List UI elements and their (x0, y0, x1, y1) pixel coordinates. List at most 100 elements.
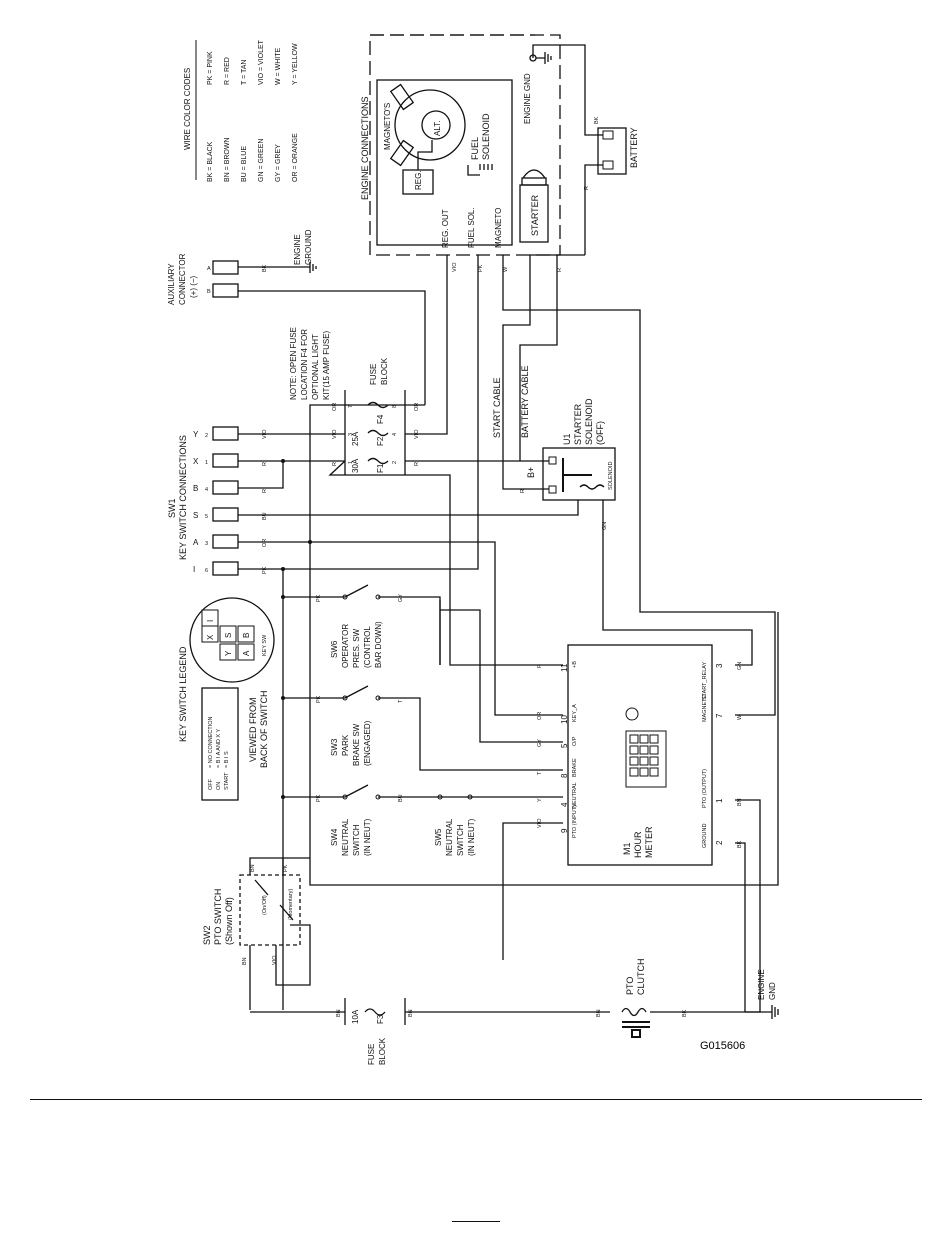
magneto-label: MAGNETO (494, 208, 503, 248)
svg-text:PTO (OUTPUT): PTO (OUTPUT) (702, 769, 708, 808)
svg-text:SWITCH: SWITCH (456, 824, 465, 856)
svg-text:B: B (193, 484, 198, 493)
svg-text:START: START (224, 772, 230, 790)
page-footer-line (452, 1221, 500, 1222)
svg-text:X: X (193, 457, 199, 466)
svg-text:9: 9 (560, 828, 569, 833)
svg-text:S: S (224, 633, 233, 638)
svg-text:STARTER: STARTER (573, 403, 583, 445)
svg-text:GROUND: GROUND (702, 824, 708, 848)
svg-text:PTO SWITCH: PTO SWITCH (213, 889, 223, 945)
aux-pin-a (212, 260, 239, 275)
svg-text:SW3: SW3 (330, 738, 339, 756)
wire-code-w: W = WHITE (275, 48, 282, 85)
svg-text:BN: BN (408, 1009, 414, 1017)
svg-text:A: A (207, 266, 211, 272)
svg-text:(IN NEUT): (IN NEUT) (467, 818, 476, 856)
svg-text:CLUTCH: CLUTCH (636, 958, 646, 995)
svg-text:(Momentary): (Momentary) (288, 889, 294, 920)
battery-pos-wire (584, 164, 603, 255)
svg-text:U1: U1 (562, 433, 572, 445)
svg-text:B: B (242, 633, 251, 638)
fuel-sol-label: FUEL SOL. (467, 207, 476, 248)
svg-text:OPERATOR: OPERATOR (341, 624, 350, 668)
svg-text:KEY SW: KEY SW (262, 634, 268, 656)
battery-label: BATTERY (629, 127, 639, 168)
svg-text:NEUTRAL: NEUTRAL (572, 782, 578, 808)
svg-text:BACK OF SWITCH: BACK OF SWITCH (259, 690, 269, 768)
main-wiring: VIO VIO VIO VIO OR OR R R R R R R BU OR … (238, 254, 776, 1010)
alt-label: ALT. (433, 121, 442, 136)
svg-text:30A: 30A (351, 458, 360, 473)
wire-s-blue (238, 500, 579, 516)
wire-code-t: T = TAN (241, 60, 248, 85)
wire-f4-or (309, 404, 345, 540)
sw1-pin-a (212, 534, 239, 549)
svg-text:NEUTRAL: NEUTRAL (445, 818, 454, 856)
battery-cable-label: BATTERY CABLE (520, 365, 530, 438)
svg-text:10A: 10A (351, 1009, 360, 1024)
svg-text:A: A (193, 538, 199, 547)
sw1-pin-b (212, 480, 239, 495)
wire-code-gn: GN = GREEN (258, 139, 265, 182)
svg-text:OR: OR (332, 403, 338, 411)
svg-text:F2: F2 (376, 436, 385, 446)
svg-text:AUXILIARY: AUXILIARY (167, 263, 176, 305)
wire-i-pink (238, 255, 479, 570)
svg-text:= B I A AND X Y: = B I A AND X Y (216, 728, 222, 768)
svg-text:METER: METER (644, 826, 654, 858)
svg-text:5: 5 (205, 514, 208, 520)
svg-text:BLOCK: BLOCK (378, 1037, 387, 1065)
svg-text:(IN NEUT): (IN NEUT) (363, 818, 372, 856)
svg-text:7: 7 (715, 713, 724, 718)
magnetos-label: MAGNETO'S (383, 103, 392, 150)
svg-text:ON: ON (216, 782, 222, 790)
svg-text:(OFF): (OFF) (595, 421, 605, 445)
svg-text:BN: BN (737, 798, 743, 806)
wire-code-gy: GY = GREY (275, 144, 282, 182)
svg-text:5: 5 (560, 743, 569, 748)
svg-text:3: 3 (348, 433, 354, 436)
svg-text:Y: Y (193, 430, 199, 439)
svg-text:W: W (737, 714, 743, 720)
sw4-sw5-neutral: PK BU Y SW4 NEUTRAL SWITCH (IN NEUT) SW5… (283, 784, 563, 856)
svg-text:BU: BU (262, 512, 268, 520)
wire-code-r: R = RED (224, 57, 231, 85)
svg-text:BK: BK (682, 1009, 688, 1017)
svg-text:PTO: PTO (625, 977, 635, 995)
sw2-pto-switch: SW2 PTO SWITCH (Shown Off) (On/Off) (Mom… (202, 857, 311, 1010)
svg-text:PK: PK (316, 695, 322, 703)
svg-text:A: A (242, 650, 251, 656)
svg-text:(+) (−): (+) (−) (189, 275, 198, 298)
svg-text:GND: GND (768, 982, 777, 1000)
svg-text:VIEWED FROM: VIEWED FROM (248, 698, 258, 763)
wire-code-bk: BK = BLACK (207, 141, 214, 182)
svg-text:PRES. SW: PRES. SW (352, 628, 361, 668)
svg-text:OR: OR (262, 539, 268, 547)
battery-ground-wire (532, 44, 603, 136)
svg-text:(On/Off): (On/Off) (262, 895, 268, 915)
sw3-park-brake: PK T SW3 PARK BRAKE SW (ENGAGED) (283, 685, 563, 771)
svg-text:1: 1 (205, 460, 208, 466)
svg-text:Y: Y (537, 798, 543, 802)
svg-text:NEUTRAL: NEUTRAL (341, 818, 350, 856)
svg-text:I: I (193, 565, 195, 574)
svg-text:SW6: SW6 (330, 640, 339, 658)
svg-text:S: S (193, 511, 198, 520)
sw1-pin-i (212, 561, 239, 576)
svg-text:HOUR: HOUR (633, 831, 643, 858)
engine-connections-label: ENGINE CONNECTIONS (360, 96, 370, 200)
magneto-coil-bottom (389, 139, 415, 167)
svg-text:2: 2 (392, 461, 398, 464)
svg-text:BK: BK (737, 840, 743, 848)
wire-code-bu: BU = BLUE (241, 146, 248, 182)
svg-text:R: R (557, 268, 563, 272)
svg-text:2: 2 (715, 840, 724, 845)
svg-text:PK: PK (478, 264, 484, 272)
svg-text:SW5: SW5 (434, 828, 443, 846)
wire-code-bn: BN = BROWN (224, 137, 231, 182)
svg-text:X: X (206, 634, 215, 640)
aux-ground-wire (238, 262, 317, 273)
svg-text:ENGINE: ENGINE (293, 234, 302, 265)
